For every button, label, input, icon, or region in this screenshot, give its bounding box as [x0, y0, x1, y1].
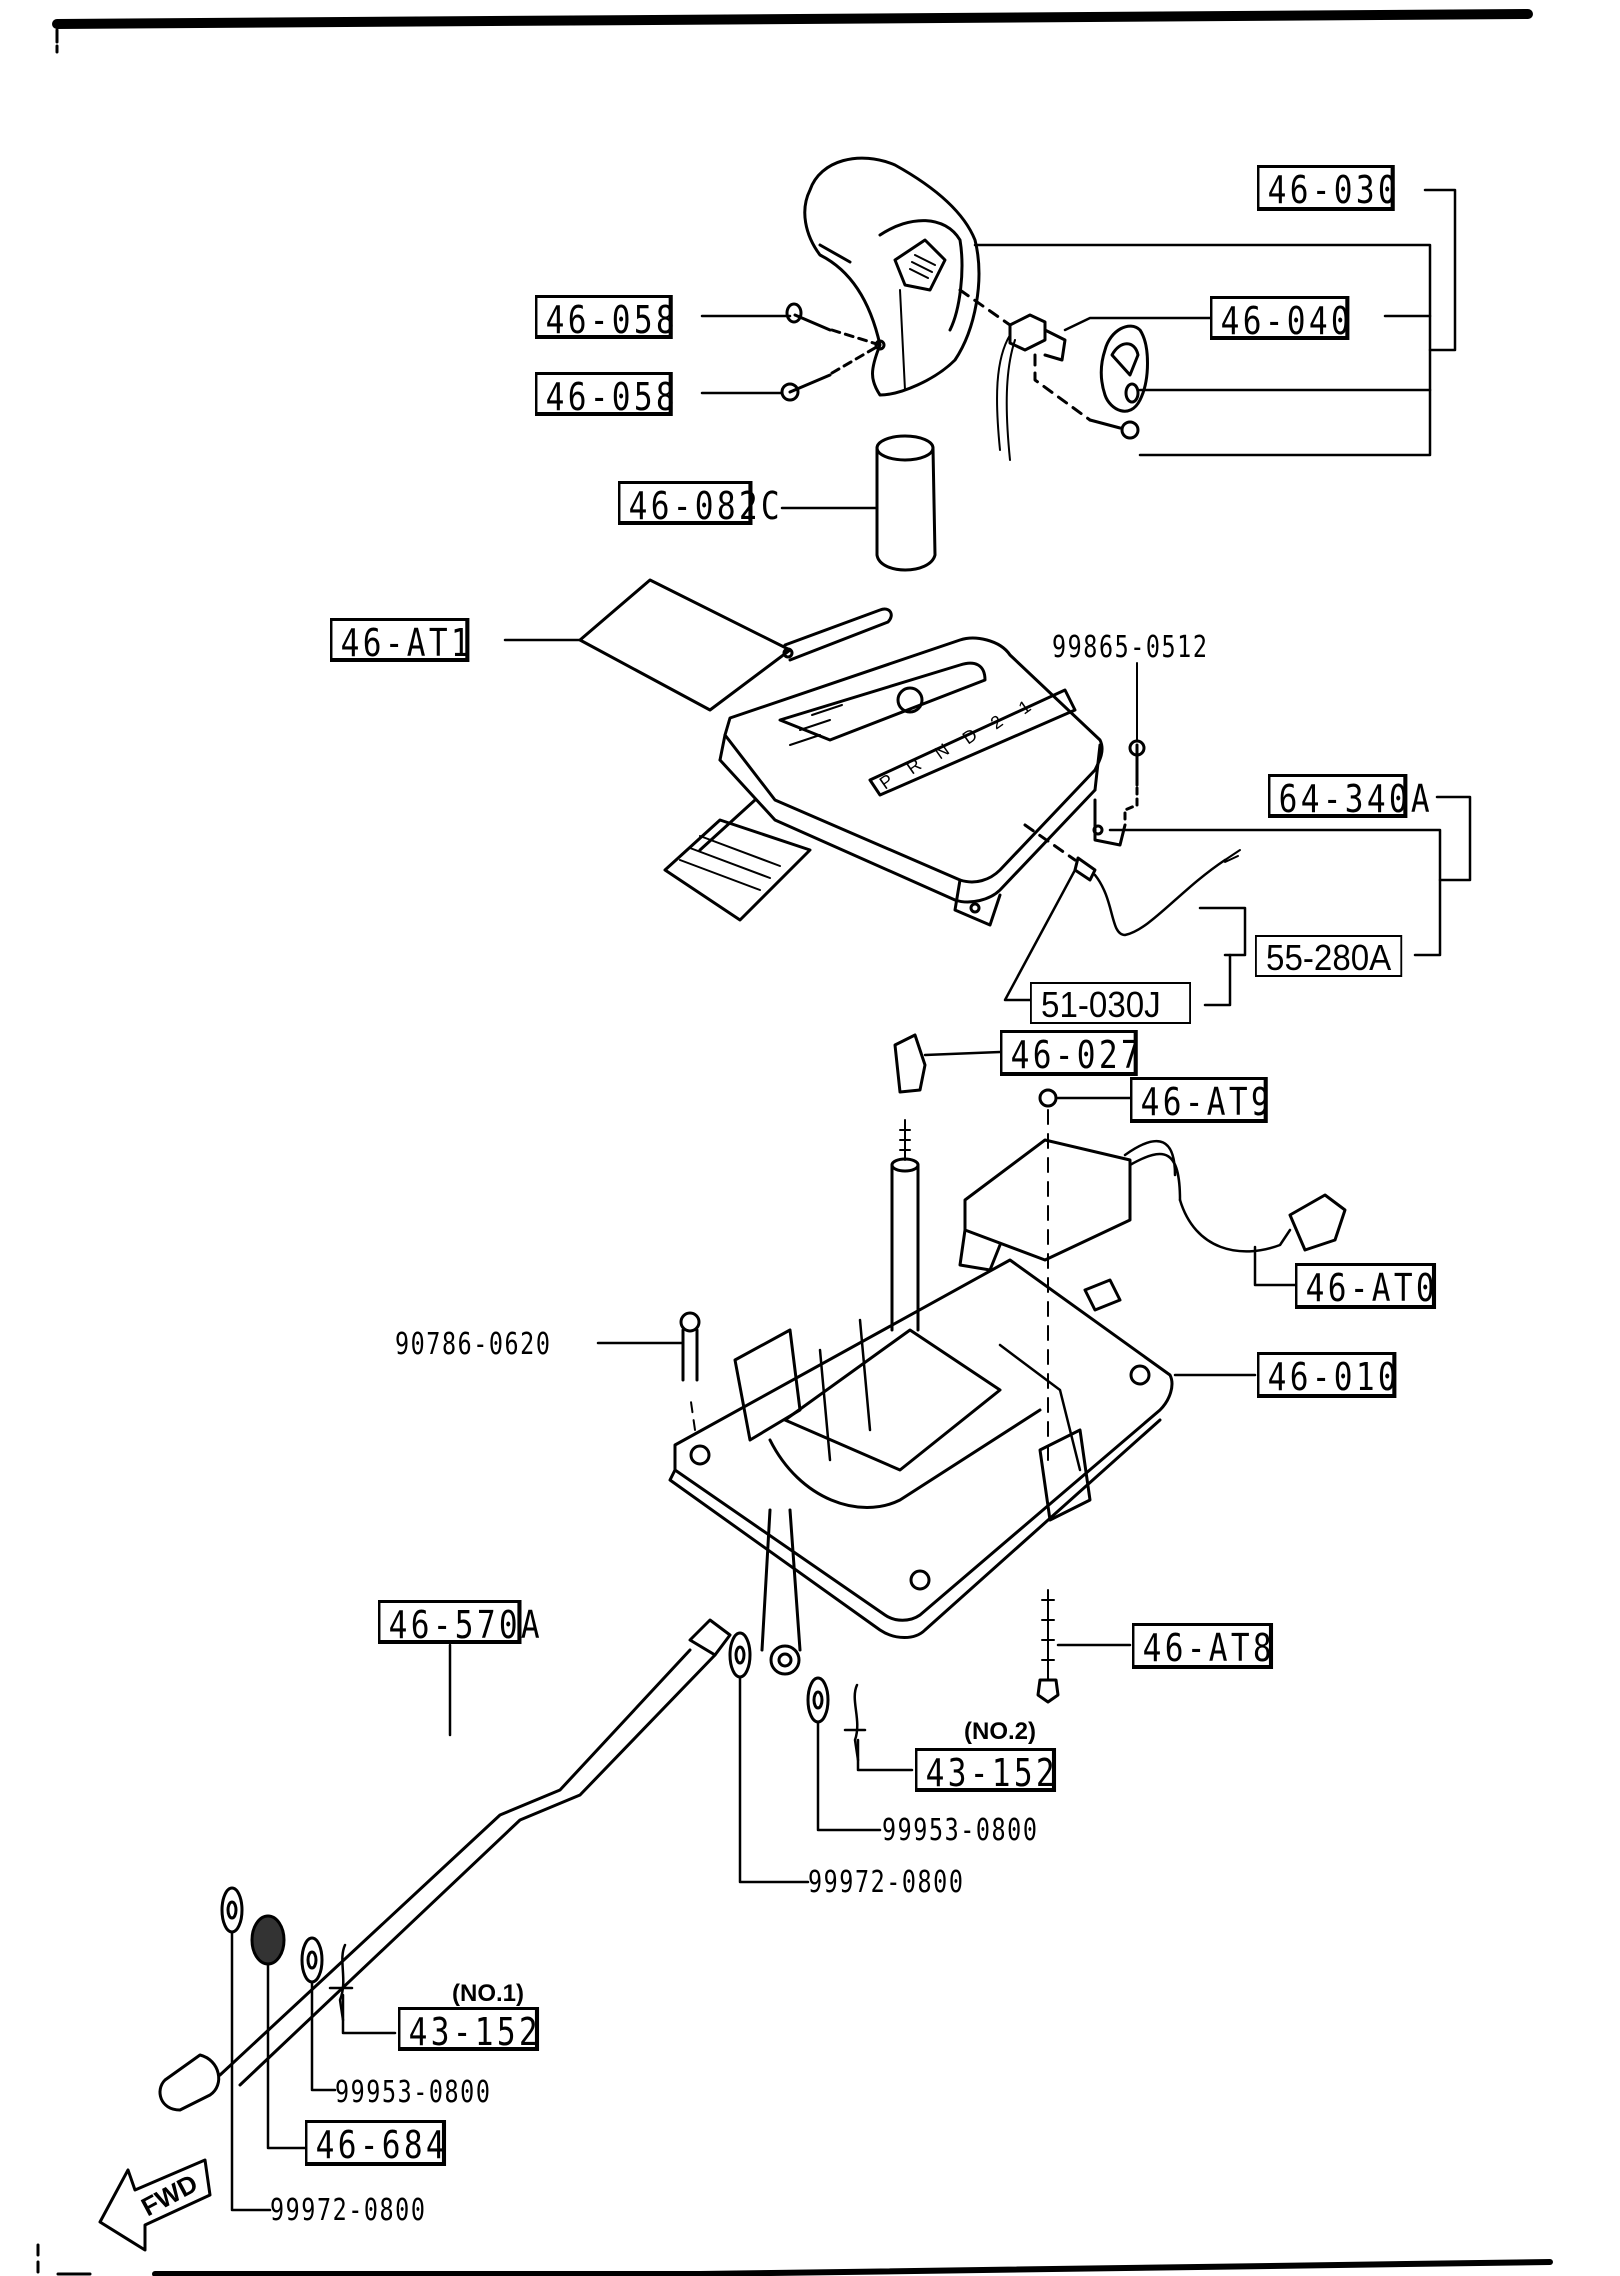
- callout-46-at9: 46-AT9: [1130, 1077, 1270, 1123]
- callout-90786-0620: 90786-0620: [395, 1327, 552, 1362]
- callout-99953-0800-lower: 99953-0800: [335, 2075, 492, 2110]
- callout-43-152-no1: 43-152: [398, 2007, 540, 2051]
- callout-46-at1: 46-AT1: [330, 618, 470, 662]
- indicator-panel-drawing: P R N D 2 1: [578, 578, 1127, 927]
- page-frame: [36, 9, 1553, 2276]
- gate-marking-2: 2: [987, 711, 1007, 733]
- select-lever-drawing: [760, 1508, 802, 1676]
- panel-callout-lines: [503, 638, 1472, 1007]
- gate-marking-d: D: [959, 724, 981, 748]
- callout-no2-note: (NO.2): [964, 1718, 1036, 1745]
- callout-46-010: 46-010: [1257, 1352, 1397, 1398]
- bulb-harness-drawing: [1023, 823, 1241, 937]
- switch-drawing: [958, 288, 1140, 461]
- callout-46-570a: 46-570A: [378, 1600, 540, 1644]
- gate-marking-r: R: [903, 754, 925, 778]
- callout-99972-0800-upper: 99972-0800: [808, 1865, 965, 1900]
- shift-lever-drawing: [890, 1119, 920, 1332]
- callout-46-040: 46-040: [1210, 296, 1350, 340]
- callout-46-684: 46-684: [305, 2120, 447, 2166]
- callout-46-058-lower: 46-058: [535, 372, 675, 416]
- callout-64-340a: 64-340A: [1268, 774, 1430, 818]
- fwd-arrow-icon: [98, 2158, 212, 2252]
- lever-button-drawing: [893, 1033, 1002, 1094]
- callout-46-at8: 46-AT8: [1132, 1623, 1274, 1669]
- callout-46-082c: 46-082C: [618, 481, 780, 525]
- callout-46-030: 46-030: [1257, 165, 1397, 211]
- switch-cover-drawing: [1099, 324, 1149, 413]
- mount-bolt-drawing: [1036, 1373, 1257, 1704]
- solenoid-drawing: [958, 1088, 1347, 1461]
- callout-46-at0: 46-AT0: [1295, 1263, 1437, 1309]
- knob-callout-lines: [700, 188, 1457, 510]
- callout-no1-note: (NO.1): [452, 1980, 524, 2007]
- callout-99865-0512: 99865-0512: [1052, 630, 1209, 665]
- callout-99972-0800-lower: 99972-0800: [270, 2193, 427, 2228]
- callout-43-152-no2: 43-152: [915, 1748, 1057, 1792]
- gate-marking-1: 1: [1015, 696, 1035, 718]
- lower-hardware-drawing: [220, 1886, 397, 2212]
- shift-rod-drawing: [158, 1618, 732, 2112]
- sleeve-drawing: [875, 434, 937, 572]
- upper-hardware-drawing: [728, 1631, 914, 1884]
- panel-screw-drawing: [1123, 662, 1146, 822]
- callout-99953-0800-upper: 99953-0800: [882, 1813, 1039, 1848]
- callout-46-058-upper: 46-058: [535, 295, 675, 339]
- base-plate-drawing: [668, 1258, 1174, 1639]
- shift-knob-drawing: [803, 156, 981, 397]
- callout-46-027: 46-027: [1000, 1030, 1140, 1076]
- callout-51-030j: 51-030J: [1030, 982, 1191, 1024]
- knob-screws: [780, 302, 886, 402]
- base-bolt-drawing: [596, 1311, 701, 1382]
- callout-55-280a: 55-280A: [1255, 935, 1403, 977]
